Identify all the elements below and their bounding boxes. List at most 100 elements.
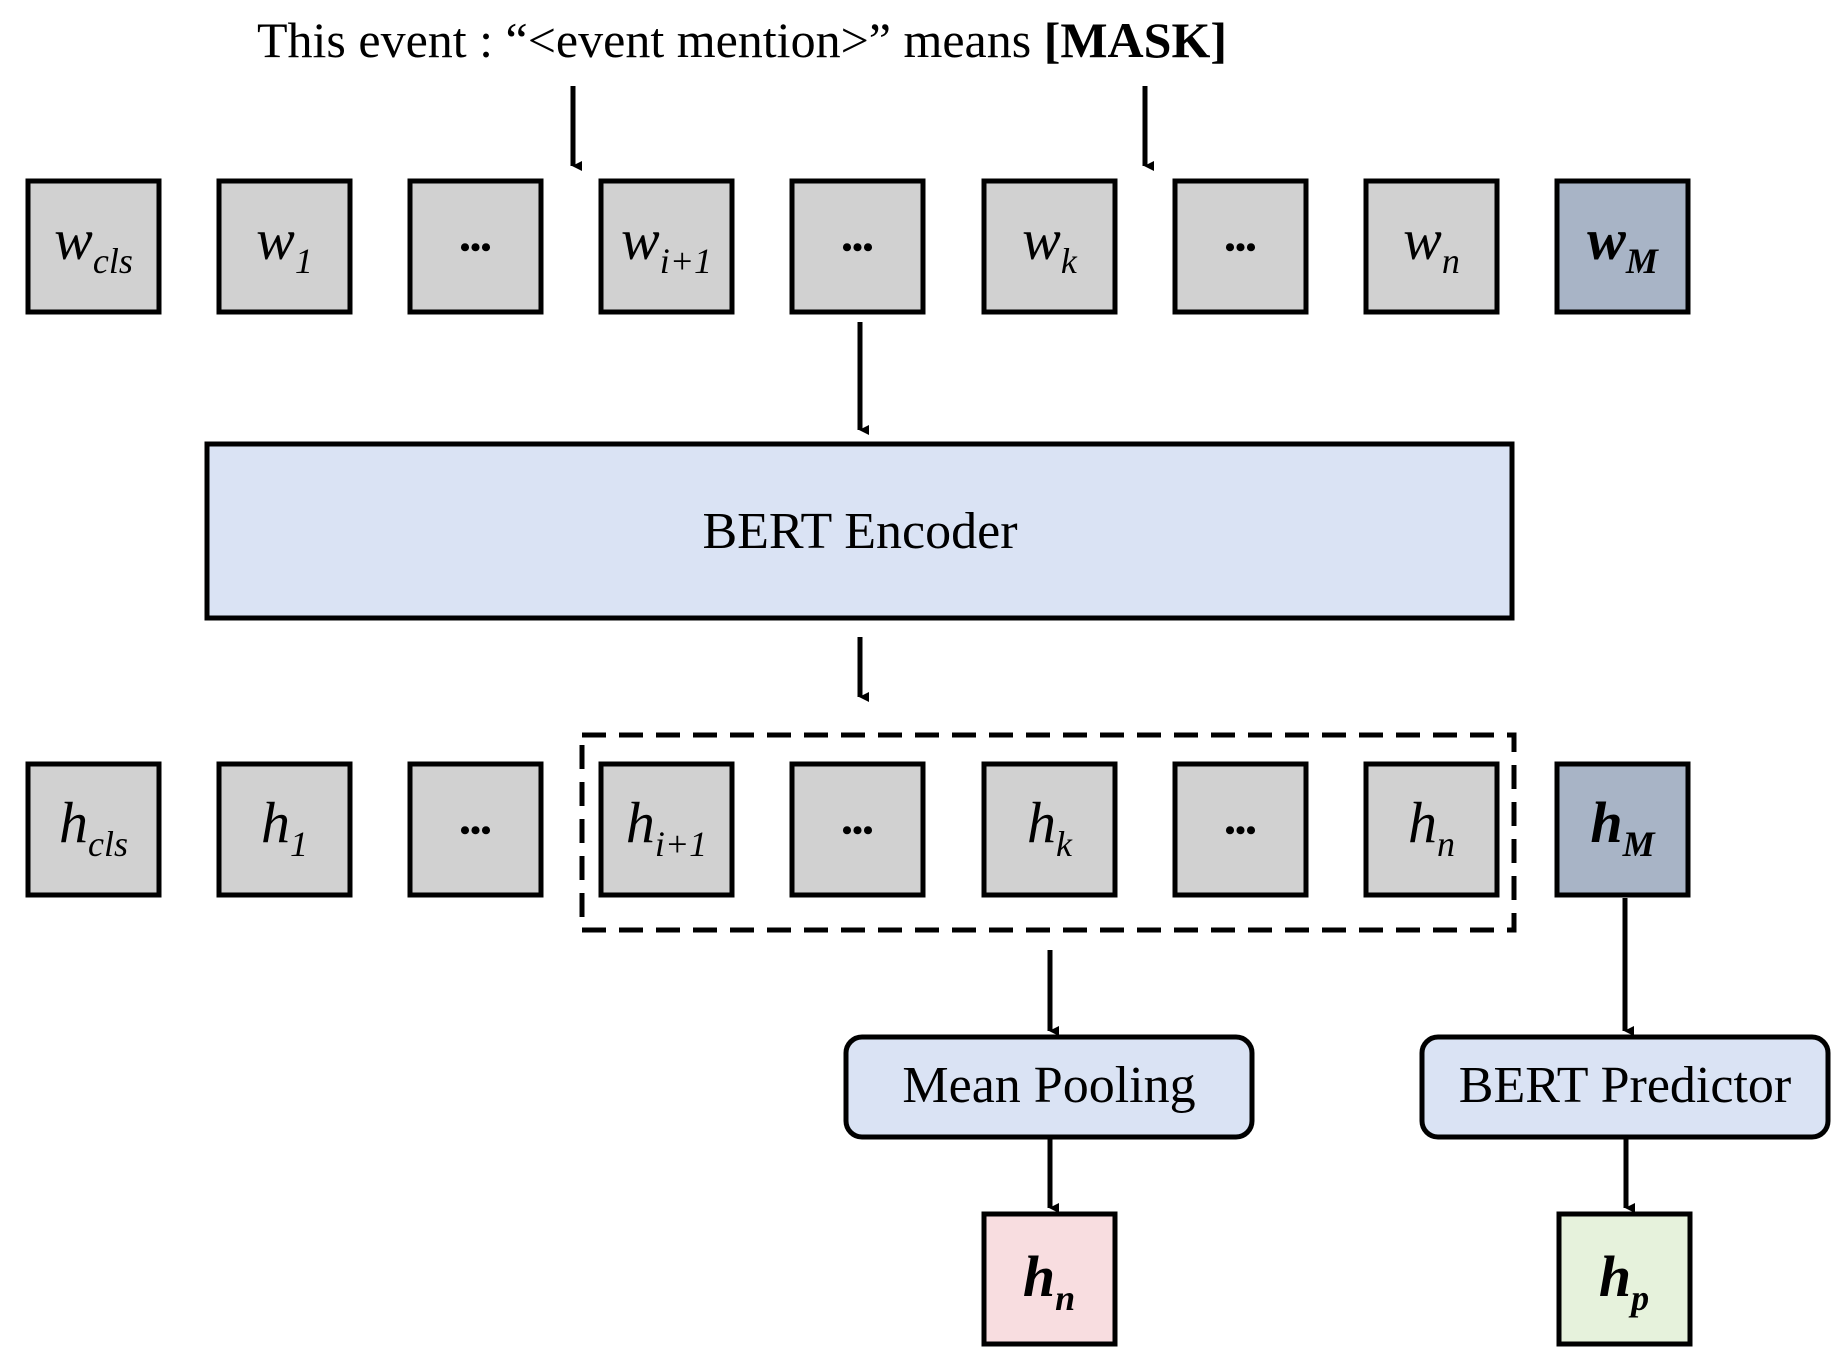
hidden-token-6: ••• bbox=[1172, 761, 1309, 898]
hidden-ellipsis: ••• bbox=[1225, 814, 1257, 847]
input-token-label: wn bbox=[1403, 207, 1460, 281]
hidden-token-base: h bbox=[59, 790, 88, 855]
hidden-token-sub: cls bbox=[88, 824, 128, 864]
input-token-base: w bbox=[621, 207, 660, 272]
output-hp-box bbox=[1556, 1211, 1693, 1347]
input-ellipsis: ••• bbox=[460, 231, 492, 264]
output-hn-text: hn bbox=[1023, 1244, 1075, 1318]
input-token-box bbox=[216, 178, 353, 315]
output-hp-base: h bbox=[1599, 1244, 1631, 1309]
input-token-base: w bbox=[256, 207, 295, 272]
hidden-token-base: h bbox=[626, 790, 655, 855]
hidden-token-box bbox=[789, 761, 926, 898]
hidden-token-0: hcls bbox=[25, 761, 162, 898]
hidden-token-sub: 1 bbox=[290, 824, 308, 864]
hidden-token-1: h1 bbox=[216, 761, 353, 898]
input-token-base: w bbox=[1403, 207, 1442, 272]
input-token-box bbox=[1363, 178, 1500, 315]
hidden-token-sub: n bbox=[1437, 824, 1455, 864]
hidden-token-box bbox=[1554, 761, 1691, 898]
hidden-token-box bbox=[407, 761, 544, 898]
input-token-8: wM bbox=[1554, 178, 1691, 315]
output-hp: hp bbox=[1556, 1211, 1693, 1347]
encoder-label: BERT Encoder bbox=[702, 503, 1017, 560]
bert-predictor-box bbox=[1419, 1034, 1831, 1140]
hidden-token-label: hn bbox=[1408, 790, 1455, 864]
hidden-token-box bbox=[1363, 761, 1500, 898]
output-hn-box bbox=[981, 1211, 1118, 1347]
mean-pooling-module: Mean Pooling bbox=[843, 1034, 1255, 1140]
input-token-4: ••• bbox=[789, 178, 926, 315]
hidden-token-5: hk bbox=[981, 761, 1118, 898]
hidden-token-sub: k bbox=[1056, 824, 1073, 864]
input-token-sub: i+1 bbox=[660, 241, 712, 281]
title-prefix: This event : “<event mention>” means bbox=[257, 12, 1044, 68]
hidden-token-box bbox=[598, 761, 735, 898]
input-ellipsis: ••• bbox=[1225, 231, 1257, 264]
hidden-token-box bbox=[1172, 761, 1309, 898]
bert-encoder: BERT Encoder bbox=[204, 441, 1515, 621]
hidden-token-base: h bbox=[1590, 790, 1622, 855]
hidden-token-label: h1 bbox=[261, 790, 308, 864]
input-token-box bbox=[25, 178, 162, 315]
input-token-sub: M bbox=[1625, 241, 1660, 281]
input-token-label: wM bbox=[1587, 207, 1660, 281]
input-token-base: w bbox=[1022, 207, 1061, 272]
input-ellipsis: ••• bbox=[842, 231, 874, 264]
input-token-3: wi+1 bbox=[598, 178, 735, 315]
input-token-sub: n bbox=[1442, 241, 1460, 281]
title-arrows bbox=[570, 86, 1154, 171]
input-token-0: wcls bbox=[25, 178, 162, 315]
hidden-token-base: h bbox=[1027, 790, 1056, 855]
hidden-token-box bbox=[25, 761, 162, 898]
input-token-box bbox=[1172, 178, 1309, 315]
mean-pooling-box bbox=[843, 1034, 1255, 1140]
output-hn-base: h bbox=[1023, 1244, 1055, 1309]
encoder-box bbox=[204, 441, 1515, 621]
input-token-sub: cls bbox=[93, 241, 133, 281]
hidden-token-8: hM bbox=[1554, 761, 1691, 898]
input-token-box bbox=[789, 178, 926, 315]
hidden-token-sub: M bbox=[1622, 824, 1657, 864]
input-token-box bbox=[598, 178, 735, 315]
input-token-box bbox=[981, 178, 1118, 315]
input-token-label: wi+1 bbox=[621, 207, 712, 281]
bert-predictor-module: BERT Predictor bbox=[1419, 1034, 1831, 1140]
input-token-2: ••• bbox=[407, 178, 544, 315]
input-token-label: w1 bbox=[256, 207, 313, 281]
hidden-token-base: h bbox=[1408, 790, 1437, 855]
input-token-sub: k bbox=[1061, 241, 1078, 281]
hidden-ellipsis: ••• bbox=[460, 814, 492, 847]
input-token-sub: 1 bbox=[295, 241, 313, 281]
hidden-token-label: hcls bbox=[59, 790, 128, 864]
input-token-label: wk bbox=[1022, 207, 1078, 281]
hidden-token-7: hn bbox=[1363, 761, 1500, 898]
input-token-base: w bbox=[54, 207, 93, 272]
hidden-token-label: hk bbox=[1027, 790, 1073, 864]
input-token-label: wcls bbox=[54, 207, 133, 281]
title-mask: [MASK] bbox=[1044, 12, 1227, 68]
hidden-token-box bbox=[981, 761, 1118, 898]
input-token-1: w1 bbox=[216, 178, 353, 315]
hidden-token-label: hM bbox=[1590, 790, 1656, 864]
hidden-token-base: h bbox=[261, 790, 290, 855]
output-hp-sub: p bbox=[1628, 1278, 1649, 1318]
output-hn: hn bbox=[981, 1211, 1118, 1347]
bert-predictor-label: BERT Predictor bbox=[1459, 1057, 1791, 1114]
input-token-box bbox=[407, 178, 544, 315]
input-token-7: wn bbox=[1363, 178, 1500, 315]
hidden-ellipsis: ••• bbox=[842, 814, 874, 847]
input-token-6: ••• bbox=[1172, 178, 1309, 315]
output-hp-text: hp bbox=[1599, 1244, 1649, 1318]
hidden-token-4: ••• bbox=[789, 761, 926, 898]
mean-pooling-label: Mean Pooling bbox=[902, 1057, 1195, 1114]
diagram-title: This event : “<event mention>” means [MA… bbox=[257, 12, 1227, 68]
input-token-box bbox=[1554, 178, 1691, 315]
input-token-base: w bbox=[1587, 207, 1626, 272]
hidden-token-3: hi+1 bbox=[598, 761, 735, 898]
hidden-token-2: ••• bbox=[407, 761, 544, 898]
hidden-token-label: hi+1 bbox=[626, 790, 707, 864]
